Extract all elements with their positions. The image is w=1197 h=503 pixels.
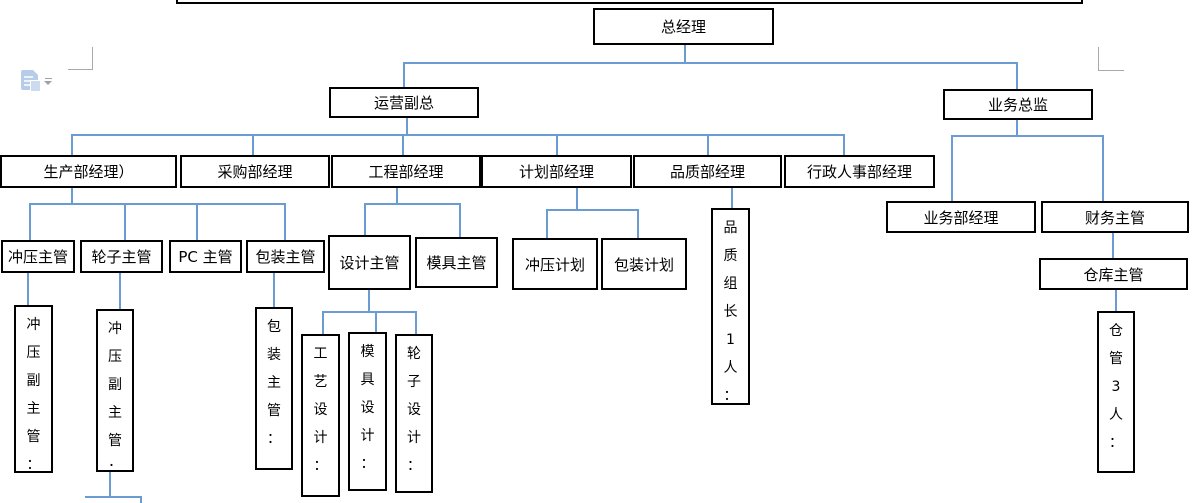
connector-line: [951, 135, 953, 201]
node-stamping-deputy-supervisor-1[interactable]: 冲 压 副 主 管 ：: [14, 305, 53, 473]
connector-line: [196, 203, 198, 240]
connector-line: [1016, 62, 1018, 90]
node-wheel-design[interactable]: 轮 子 设 计 ：: [395, 334, 433, 493]
connector-line: [71, 134, 73, 155]
connector-line: [71, 134, 845, 136]
node-quality-team-leader[interactable]: 品 质 组 长 1 人 ：: [711, 208, 750, 405]
connector-line: [364, 203, 461, 205]
node-warehouse-keeper[interactable]: 仓 管 3 人 ：: [1097, 311, 1135, 473]
node-stamping-supervisor[interactable]: 冲压主管: [1, 240, 75, 273]
node-operations-vp[interactable]: 运营副总: [329, 87, 479, 118]
page-corner-mark-top-right: [1098, 70, 1124, 71]
node-title-box-clipped[interactable]: [176, 0, 1083, 4]
connector-line: [27, 273, 29, 305]
node-mold-supervisor[interactable]: 模具主管: [415, 237, 498, 288]
page-corner-mark-top-right: [1098, 47, 1099, 71]
connector-line: [29, 203, 31, 240]
connector-line: [403, 62, 405, 88]
node-warehouse-supervisor[interactable]: 仓库主管: [1039, 258, 1188, 290]
connector-line: [140, 496, 142, 503]
node-stamping-deputy-supervisor-2[interactable]: 冲 压 副 主 管 ：: [96, 309, 134, 472]
connector-line: [576, 188, 578, 209]
node-production-manager[interactable]: 生产部经理）: [0, 155, 177, 188]
node-stamping-planner[interactable]: 冲压计划: [512, 238, 598, 290]
connector-line: [556, 134, 558, 155]
connector-line: [1115, 290, 1117, 311]
connector-line: [546, 209, 639, 211]
paste-icon-text-line: [24, 76, 33, 78]
node-packing-supervisor[interactable]: 包装主管: [246, 240, 325, 273]
node-process-design[interactable]: 工 艺 设 计 ：: [301, 334, 340, 497]
connector-line: [951, 135, 1104, 137]
paste-icon-text-line: [24, 80, 35, 82]
connector-line: [402, 134, 404, 155]
connector-line: [322, 311, 324, 334]
connector-line: [124, 203, 126, 240]
connector-line: [368, 290, 370, 311]
connector-line: [843, 134, 845, 155]
dropdown-arrow-bar: [45, 78, 52, 79]
connector-line: [546, 209, 548, 238]
page-corner-mark-top-left: [68, 69, 93, 70]
connector-line: [406, 118, 408, 136]
page-corner-mark-top-left: [92, 47, 93, 70]
paste-options-icon[interactable]: [21, 70, 41, 92]
node-wheel-supervisor[interactable]: 轮子主管: [80, 240, 163, 273]
connector-line: [731, 188, 733, 208]
node-admin-hr-manager[interactable]: 行政人事部经理: [784, 155, 935, 188]
node-pc-supervisor[interactable]: PC 主管: [169, 240, 242, 273]
node-quality-manager[interactable]: 品质部经理: [633, 155, 782, 188]
connector-line: [637, 209, 639, 238]
connector-line: [1016, 120, 1018, 136]
dropdown-arrow-triangle: [44, 81, 52, 85]
node-planning-manager[interactable]: 计划部经理: [481, 155, 632, 188]
node-packing-supervisor-note[interactable]: 包 装 主 管 ：: [255, 307, 293, 470]
node-finance-supervisor[interactable]: 财务主管: [1041, 201, 1189, 233]
node-mold-design[interactable]: 模 具 设 计 ：: [348, 332, 387, 491]
connector-line: [322, 311, 417, 313]
connector-line: [403, 62, 1018, 64]
node-business-director[interactable]: 业务总监: [943, 89, 1093, 120]
connector-line: [109, 472, 111, 497]
node-purchasing-manager[interactable]: 采购部经理: [180, 155, 330, 188]
node-general-manager[interactable]: 总经理: [593, 8, 774, 45]
connector-line: [71, 188, 73, 203]
paste-icon-fold: [33, 70, 38, 75]
connector-line: [375, 311, 377, 332]
node-design-supervisor[interactable]: 设计主管: [328, 235, 411, 290]
connector-line: [1112, 233, 1114, 258]
connector-line: [29, 203, 286, 205]
connector-line: [364, 203, 366, 235]
connector-line: [273, 273, 275, 307]
connector-line: [415, 311, 417, 334]
connector-line: [85, 496, 142, 498]
connector-line: [252, 134, 254, 155]
paste-icon-subpage: [30, 80, 41, 92]
node-packing-planner[interactable]: 包装计划: [601, 238, 687, 290]
connector-line: [684, 45, 686, 62]
connector-line: [707, 134, 709, 155]
connector-line: [396, 188, 398, 203]
node-engineering-manager[interactable]: 工程部经理: [331, 155, 481, 188]
connector-line: [119, 273, 121, 309]
connector-line: [284, 203, 286, 240]
connector-line: [1102, 135, 1104, 201]
paste-icon-text-line: [24, 84, 32, 86]
connector-line: [459, 203, 461, 237]
dropdown-arrow-icon[interactable]: [44, 77, 53, 85]
node-business-dept-manager[interactable]: 业务部经理: [886, 201, 1036, 233]
